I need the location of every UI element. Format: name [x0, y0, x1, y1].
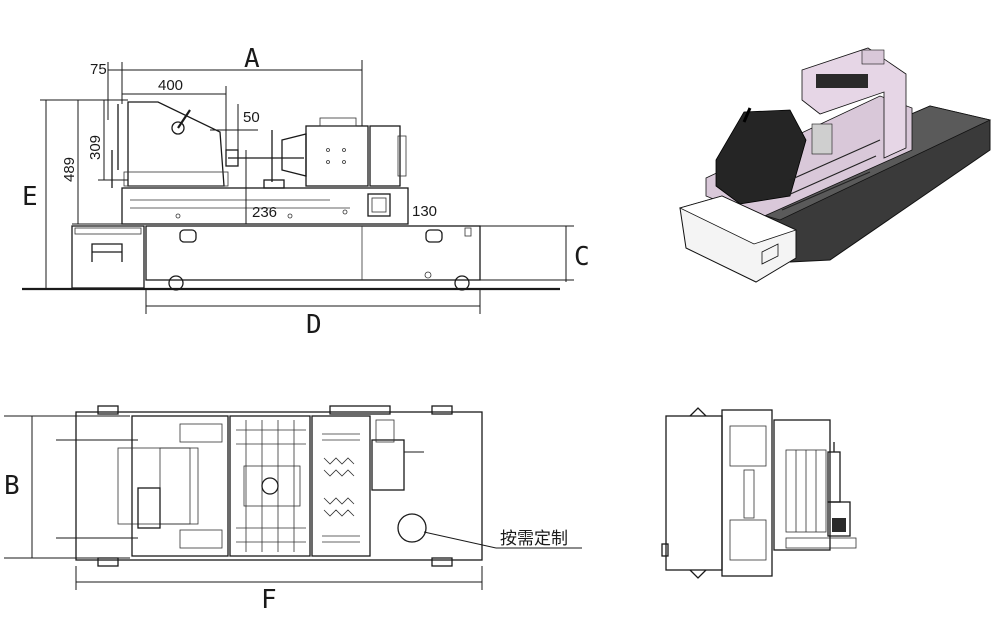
dim-e-label: E	[22, 182, 38, 212]
tank-body	[145, 225, 481, 281]
dim-a-label: A	[244, 44, 260, 74]
external-bin	[71, 225, 145, 289]
crank-handle-icon	[171, 121, 185, 135]
dim-400: 400	[158, 77, 183, 94]
top-motor	[371, 439, 405, 491]
end-frame	[721, 409, 773, 577]
wheel-icon	[168, 275, 184, 291]
outlet-circle-icon	[397, 513, 427, 543]
top-view: 按需定制 B F	[4, 405, 582, 615]
iso-drum	[715, 109, 807, 205]
dim-309: 309	[87, 135, 104, 160]
end-tank	[665, 415, 723, 571]
dim-130: 130	[412, 203, 437, 220]
wheel-icon	[454, 275, 470, 291]
end-view	[661, 407, 857, 579]
lifting-lug-icon	[425, 229, 443, 243]
dim-75: 75	[90, 61, 107, 78]
top-outline	[75, 411, 483, 561]
side-view: A 75 400 50 309 489 E 236 130	[22, 44, 590, 340]
drum-housing	[127, 101, 225, 187]
end-motor	[827, 501, 851, 537]
dim-236: 236	[252, 204, 277, 221]
end-drum	[773, 419, 831, 551]
top-vent-panel	[311, 415, 371, 557]
motor-end-cap	[369, 125, 401, 187]
dim-f-label: F	[261, 585, 277, 615]
dim-50: 50	[243, 109, 260, 126]
custom-callout: 按需定制	[500, 529, 568, 549]
isometric-view	[678, 47, 992, 283]
dim-b-label: B	[4, 471, 20, 501]
dim-489: 489	[61, 157, 78, 182]
bin-handle-icon	[91, 243, 123, 262]
pump-motor	[305, 125, 369, 187]
top-drum-section	[131, 415, 229, 557]
dim-d-label: D	[306, 310, 322, 340]
dim-c-label: C	[574, 242, 590, 272]
outlet-port	[367, 193, 391, 217]
top-filter-section	[229, 415, 311, 557]
lifting-lug-icon	[179, 229, 197, 243]
